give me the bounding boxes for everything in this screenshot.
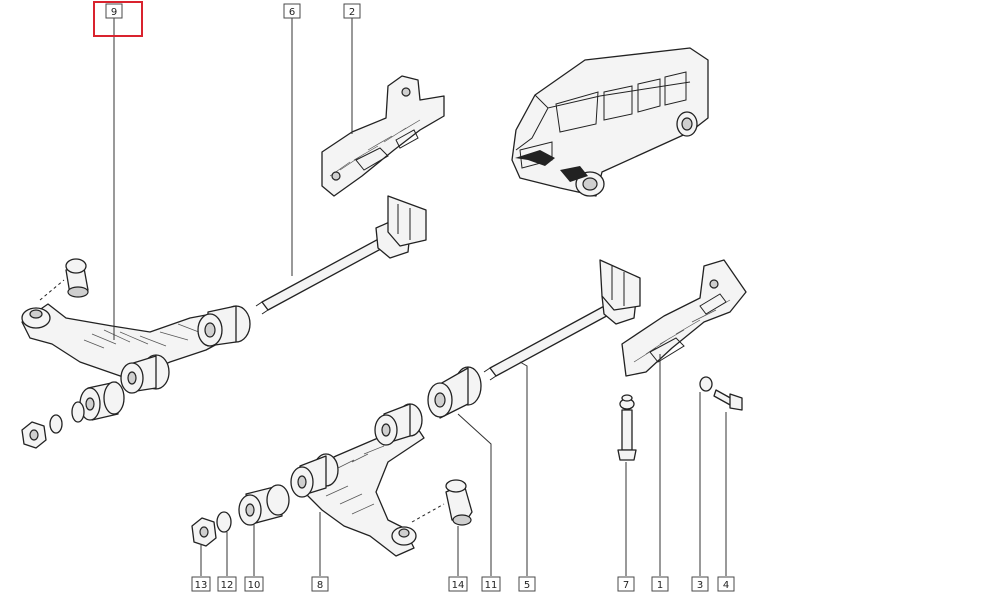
washer-left-2 [49,414,63,434]
callout-3[interactable]: 3 [691,576,709,592]
washer-right [699,376,713,392]
tension-rod-upper [255,195,427,315]
svg-text:14: 14 [452,580,465,591]
svg-text:8: 8 [317,580,323,591]
callout-7[interactable]: 7 [617,576,635,592]
callout-4[interactable]: 4 [717,576,735,592]
tension-rod-lower [483,259,641,381]
lower-arm-right [290,403,445,557]
bolt-vertical [617,394,637,461]
svg-text:4: 4 [723,580,729,591]
svg-text:9: 9 [111,7,117,18]
svg-text:2: 2 [349,7,355,18]
callout-10[interactable]: 10 [244,576,264,592]
leader-lines [113,18,727,576]
bracket-upper [321,75,445,197]
callout-14[interactable]: 14 [448,576,468,592]
callout-9[interactable]: 9 [105,3,123,19]
svg-text:13: 13 [195,580,208,591]
svg-text:10: 10 [248,580,261,591]
svg-text:6: 6 [289,7,295,18]
callout-5[interactable]: 5 [518,576,536,592]
washer-lower [216,511,232,533]
svg-text:5: 5 [524,580,530,591]
callout-11[interactable]: 11 [481,576,501,592]
bolt-horizontal [713,389,743,411]
callout-13[interactable]: 13 [191,576,211,592]
svg-text:11: 11 [485,580,498,591]
bushing-large [427,366,482,419]
bushing-right-upper [374,403,423,446]
callout-12[interactable]: 12 [217,576,237,592]
bracket-lower [621,259,747,377]
ball-joint-left [65,258,89,298]
callout-1[interactable]: 1 [651,576,669,592]
svg-text:12: 12 [221,580,234,591]
callout-2[interactable]: 2 [343,3,361,19]
bushing-right-loose [238,484,290,526]
van-illustration [511,47,709,197]
bump-stop [445,479,473,526]
washer-left [71,401,85,423]
bushing-left-loose [79,381,125,421]
svg-text:7: 7 [623,580,629,591]
svg-text:3: 3 [697,580,703,591]
bushing-right-lower [290,453,339,498]
svg-text:1: 1 [657,580,663,591]
callout-8[interactable]: 8 [311,576,329,592]
callout-6[interactable]: 6 [283,3,301,19]
lower-arm-left [21,258,251,449]
bushing-left-front [120,354,170,394]
callout-highlight [93,1,143,37]
bushing-left-rear [197,305,251,347]
